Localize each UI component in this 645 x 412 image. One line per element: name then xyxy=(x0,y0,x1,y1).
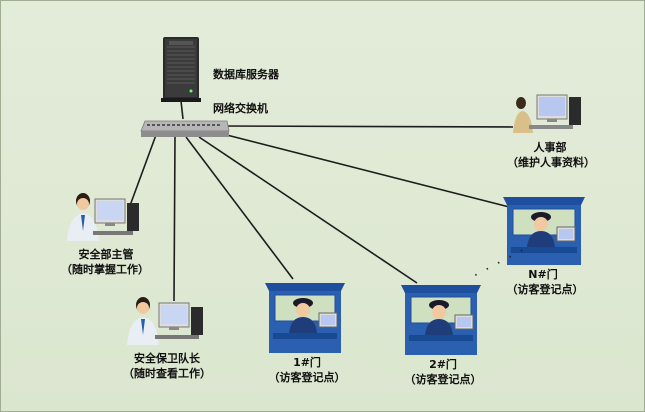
security-head-title: 安全部主管 xyxy=(78,248,134,261)
security-head-subtitle: （随时掌握工作） xyxy=(61,263,149,276)
guard-captain-title: 安全保卫队长 xyxy=(134,352,200,365)
line-switch-gateN xyxy=(214,131,514,209)
gateN-title: N#门 xyxy=(528,268,558,281)
line-switch-gate1 xyxy=(185,136,294,280)
guard-captain-workstation-icon xyxy=(127,297,203,345)
line-switch-gate2 xyxy=(198,136,418,284)
gate2-booth-icon xyxy=(401,285,481,355)
gate1-subtitle: （访客登记点） xyxy=(268,371,346,384)
gate2-title: 2#门 xyxy=(429,358,457,371)
hr-subtitle: （维护人事资料） xyxy=(507,156,595,169)
gate2-subtitle: （访客登记点） xyxy=(404,373,482,386)
gate1-title: 1#门 xyxy=(293,356,321,369)
line-switch-security-head xyxy=(127,134,157,212)
line-switch-guard-captain xyxy=(173,136,176,302)
line-switch-hr xyxy=(220,125,514,128)
guard-captain-subtitle: （随时查看工作） xyxy=(123,367,211,380)
hr-title: 人事部 xyxy=(533,141,567,154)
line-server-switch xyxy=(180,100,184,120)
security-head-workstation-icon xyxy=(67,193,139,241)
network-switch-label: 网络交换机 xyxy=(213,102,268,115)
network-switch-icon xyxy=(140,120,230,137)
database-server-label: 数据库服务器 xyxy=(213,68,279,81)
database-server-icon xyxy=(161,37,201,102)
gate1-booth-icon xyxy=(265,283,345,353)
gateN-subtitle: （访客登记点） xyxy=(506,283,584,296)
gateN-booth-icon xyxy=(503,197,585,265)
hr-workstation-icon xyxy=(513,94,581,133)
